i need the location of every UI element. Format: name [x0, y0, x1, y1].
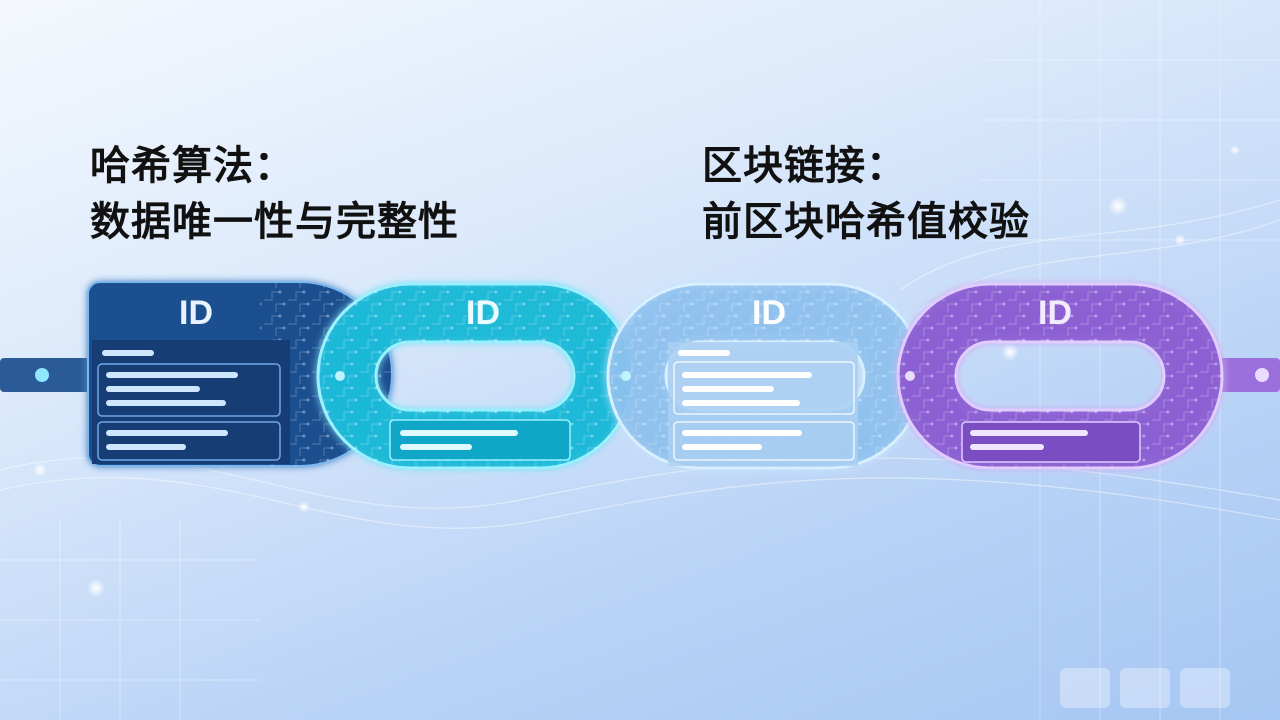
hash-algorithm-subtitle: 数据唯一性与完整性 — [90, 199, 459, 245]
block-4-hash-panel — [961, 421, 1141, 463]
block-4: ID — [896, 282, 1224, 470]
connector-node — [621, 371, 631, 381]
connector-node — [335, 371, 345, 381]
block-2-id-label: ID — [466, 294, 500, 332]
block-3-data-panel — [673, 361, 855, 415]
corner-blocks — [1060, 668, 1230, 708]
block-3: ID — [606, 282, 924, 470]
block-1-id-label: ID — [179, 294, 213, 332]
block-4-id-label: ID — [1038, 294, 1072, 332]
block-3-id-label: ID — [752, 294, 786, 332]
block-linking-heading: 区块链接： 前区块哈希值校验 — [702, 138, 1030, 250]
block-2: ID — [316, 282, 634, 470]
hash-algorithm-heading: 哈希算法： 数据唯一性与完整性 — [90, 138, 459, 250]
rail-node-right — [1255, 368, 1269, 382]
connector-node — [905, 371, 915, 381]
block-1-hash-panel — [97, 421, 281, 461]
block-linking-title: 区块链接： — [702, 143, 907, 189]
sparkles — [33, 145, 1240, 597]
block-3-hash-panel — [673, 421, 855, 461]
rail-node-left — [35, 368, 49, 382]
hash-algorithm-title: 哈希算法： — [90, 143, 295, 189]
block-linking-subtitle: 前区块哈希值校验 — [702, 199, 1030, 245]
block-1-data-panel — [97, 363, 281, 417]
block-2-hash-panel — [389, 419, 571, 461]
